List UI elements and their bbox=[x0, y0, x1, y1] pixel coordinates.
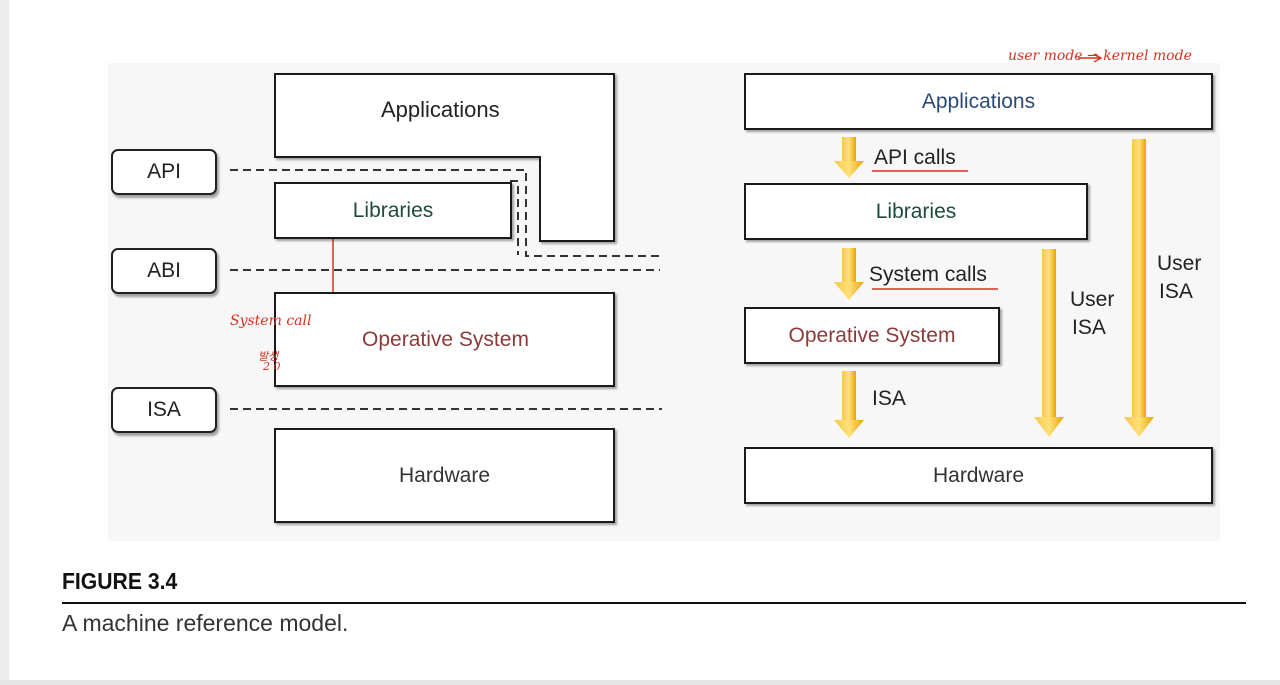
korean-note-1: 발생 bbox=[258, 350, 279, 363]
right-applications-label: Applications bbox=[921, 89, 1036, 113]
right-libraries-label: Libraries bbox=[875, 199, 957, 223]
left-operative-system-box: Operative System bbox=[274, 292, 615, 387]
api-calls-arrow bbox=[834, 137, 864, 178]
left-operative-system-label: Operative System bbox=[362, 327, 529, 351]
mode-note: user mode → kernel mode bbox=[1008, 48, 1192, 64]
left-libraries-box: Libraries bbox=[274, 182, 512, 239]
left-hardware-label: Hardware bbox=[398, 463, 491, 487]
isa-label: ISA bbox=[872, 387, 906, 410]
user-isa-outer-arrow bbox=[1124, 139, 1154, 437]
user-isa-outer-label-1: User bbox=[1157, 252, 1202, 275]
left-applications-shape bbox=[274, 73, 615, 242]
page-bottom-edge bbox=[0, 680, 1280, 685]
isa-tag: ISA bbox=[111, 387, 217, 433]
right-hardware-label: Hardware bbox=[932, 463, 1025, 487]
abi-tag-label: ABI bbox=[147, 259, 181, 282]
isa-tag-label: ISA bbox=[147, 398, 181, 421]
api-dashed-line-inner bbox=[510, 180, 519, 255]
isa-arrow bbox=[834, 371, 864, 438]
user-isa-inner-arrow bbox=[1034, 249, 1064, 437]
right-libraries-box: Libraries bbox=[744, 183, 1088, 240]
korean-note-2: 2 0 bbox=[263, 360, 281, 373]
api-tag-label: API bbox=[147, 160, 181, 183]
right-applications-box: Applications bbox=[744, 73, 1213, 130]
user-isa-inner-label-2: ISA bbox=[1072, 316, 1106, 339]
page-left-edge bbox=[0, 0, 9, 685]
figure-caption: A machine reference model. bbox=[62, 610, 349, 636]
figure-rule bbox=[62, 602, 1246, 604]
user-isa-inner-label-1: User bbox=[1070, 288, 1115, 311]
api-calls-label: API calls bbox=[874, 146, 956, 169]
right-operative-system-box: Operative System bbox=[744, 307, 1000, 364]
user-isa-outer-label-2: ISA bbox=[1159, 280, 1193, 303]
right-hardware-box: Hardware bbox=[744, 447, 1213, 504]
left-applications-label: Applications bbox=[381, 97, 500, 122]
system-calls-arrow bbox=[834, 248, 864, 300]
right-operative-system-label: Operative System bbox=[788, 323, 956, 347]
api-dashed-line bbox=[230, 169, 660, 257]
left-hardware-box: Hardware bbox=[274, 428, 615, 523]
abi-tag: ABI bbox=[111, 248, 217, 294]
left-libraries-label: Libraries bbox=[352, 198, 434, 222]
system-call-note: System call bbox=[230, 313, 312, 329]
figure-title: FIGURE 3.4 bbox=[62, 568, 178, 594]
system-calls-label: System calls bbox=[869, 263, 987, 286]
api-tag: API bbox=[111, 149, 217, 195]
